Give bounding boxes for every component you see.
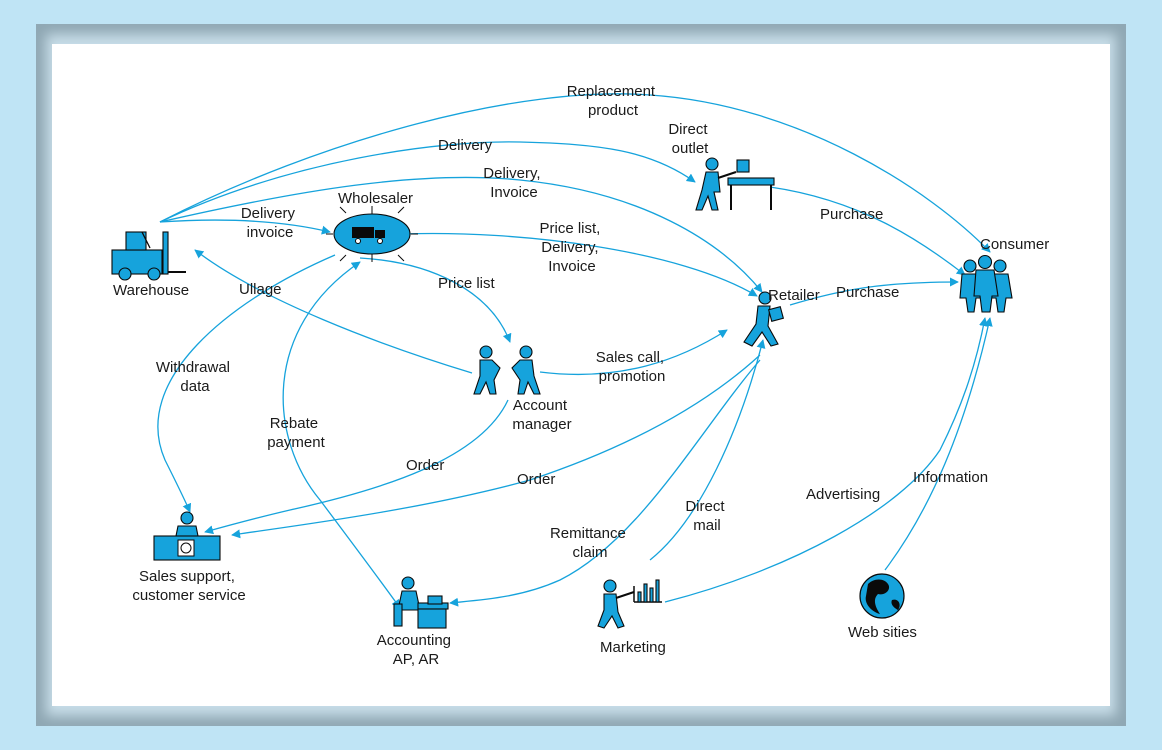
delivery-label: Delivery: [438, 137, 493, 154]
direct-outlet-label: Direct outlet: [668, 121, 711, 157]
flow-ullage: [194, 249, 473, 374]
globe-icon: [859, 573, 905, 619]
rebate-payment-label: Rebate payment: [267, 415, 325, 451]
flow-replacement-product: [159, 93, 991, 253]
flow-labels: Replacement product Delivery Delivery, I…: [156, 83, 988, 561]
flow-information: [884, 317, 993, 571]
order-account-label: Order: [406, 457, 444, 474]
accounting-desk-icon: [393, 576, 449, 629]
flow-withdrawal-data: [157, 254, 336, 513]
flow-purchase-retailer: [789, 277, 959, 306]
direct-mail-label: Direct mail: [685, 498, 728, 534]
web-sites-label: Web sities: [848, 624, 917, 641]
retailer-icon: [743, 291, 785, 347]
replacement-product-label: Replacement product: [567, 83, 660, 119]
wholesaler-label: Wholesaler: [338, 190, 413, 207]
direct-outlet-icon: [695, 157, 775, 211]
delivery-invoice-wholesaler-label: Delivery invoice: [241, 205, 299, 241]
flow-rebate-payment: [282, 261, 401, 609]
sales-call-promotion-label: Sales call, promotion: [596, 349, 669, 385]
flow-remittance-claim: [449, 359, 761, 607]
wholesaler-truck-icon: [326, 206, 418, 262]
retailer-label: Retailer: [768, 287, 820, 304]
remittance-claim-label: Remittance claim: [550, 525, 630, 561]
information-label: Information: [913, 469, 988, 486]
flow-price-list: [359, 257, 512, 343]
accounting-label: Accounting AP, AR: [377, 632, 455, 668]
ullage-label: Ullage: [239, 281, 282, 298]
forklift-icon: [111, 231, 186, 281]
flow-order-retailer: [231, 354, 761, 539]
flow-lines: [157, 93, 993, 609]
price-list-label: Price list: [438, 275, 496, 292]
flow-price-list-delivery-invoice: [401, 229, 758, 297]
flow-sales-call-promotion: [539, 329, 728, 376]
sales-support-label: Sales support, customer service: [132, 568, 245, 604]
purchase-outlet-label: Purchase: [820, 206, 883, 223]
flow-purchase-outlet: [769, 186, 966, 276]
delivery-invoice-retailer-label: Delivery, Invoice: [483, 165, 544, 201]
flow-direct-mail: [649, 339, 766, 561]
account-manager-label: Account manager: [512, 397, 571, 433]
warehouse-label: Warehouse: [113, 282, 189, 299]
price-list-delivery-invoice-label: Price list, Delivery, Invoice: [539, 220, 604, 275]
flow-delivery: [159, 141, 696, 223]
consumer-group-icon: [959, 254, 1013, 313]
marketing-icon: [597, 579, 662, 629]
marketing-label: Marketing: [600, 639, 666, 656]
flow-delivery-invoice-wholesaler: [159, 219, 331, 235]
flow-order-account: [204, 399, 509, 535]
withdrawal-data-label: Withdrawal data: [156, 359, 234, 395]
handshake-icon: [473, 345, 541, 395]
sales-support-desk-icon: [153, 511, 221, 561]
flow-advertising: [664, 317, 988, 603]
advertising-label: Advertising: [806, 486, 880, 503]
order-retailer-label: Order: [517, 471, 555, 488]
consumer-label: Consumer: [980, 236, 1049, 253]
purchase-retailer-label: Purchase: [836, 284, 899, 301]
node-labels: Warehouse Wholesaler Direct outlet Consu…: [113, 121, 1049, 668]
